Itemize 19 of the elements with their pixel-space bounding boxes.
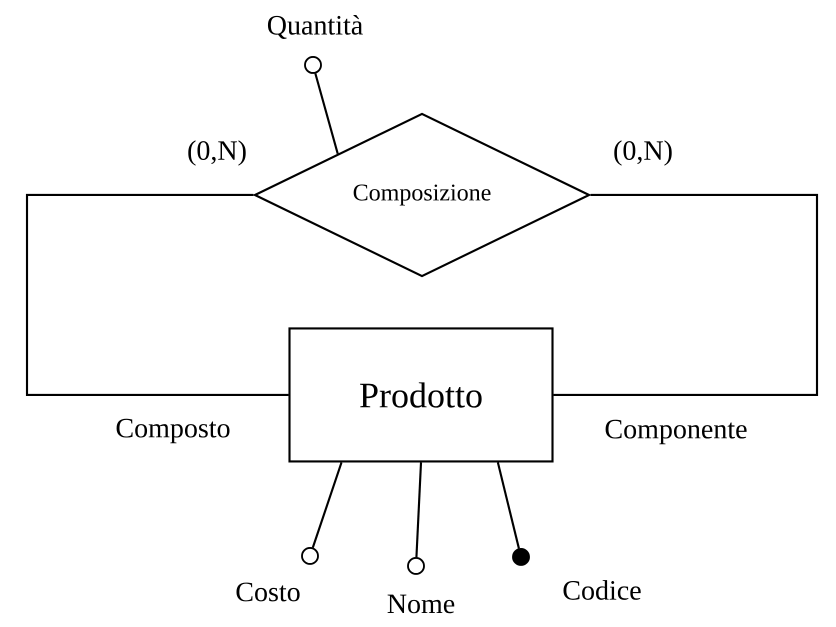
role-label: Composto	[116, 418, 230, 444]
attribute-label: Codice	[564, 580, 641, 600]
connector-line	[26, 194, 288, 396]
connector-line	[415, 462, 422, 558]
attribute-label: Nome	[388, 594, 454, 614]
attribute-circle	[407, 557, 425, 575]
cardinality-label: (0,N)	[188, 140, 246, 166]
role-label: Componente	[606, 420, 747, 444]
cardinality-label: (0,N)	[614, 140, 672, 166]
entity-box: Prodotto	[288, 327, 554, 463]
attribute-circle	[304, 56, 322, 74]
connector-line	[314, 73, 339, 154]
connector-line	[312, 462, 342, 548]
connector-line	[554, 194, 818, 396]
attribute-label: Costo	[236, 582, 300, 602]
attribute-circle	[301, 547, 319, 565]
attribute-label: Quantità	[268, 15, 363, 39]
identifier-dot	[512, 548, 530, 566]
connector-line	[496, 462, 520, 549]
